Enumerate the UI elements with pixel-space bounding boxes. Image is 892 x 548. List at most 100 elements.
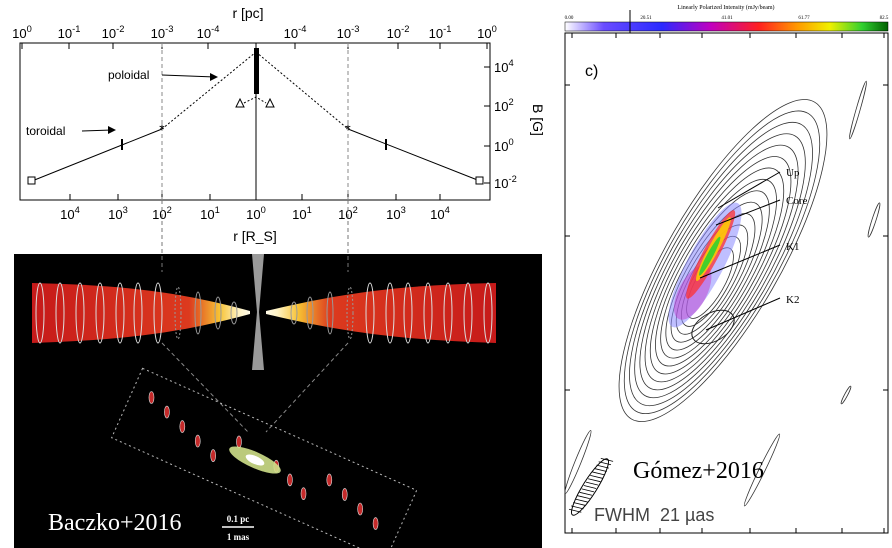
- hatch-line: [598, 461, 612, 466]
- contour: [644, 156, 792, 383]
- jet-components: [148, 391, 379, 530]
- map-frame: [564, 32, 889, 534]
- bottom-tick-label: 104: [60, 205, 80, 222]
- colorbar-tick-label: 61.77: [798, 16, 810, 21]
- top-tick-label: 10-2: [387, 24, 410, 41]
- side-contour: [743, 433, 781, 507]
- toroidal-profile-left: [31, 128, 163, 182]
- marker-triangle-right: [265, 97, 275, 108]
- top-tick-label: 10-4: [197, 24, 220, 41]
- top-tick-label: 10-3: [151, 24, 174, 41]
- hatch-line: [583, 485, 597, 489]
- core-cone: [252, 254, 264, 370]
- jet-component: [148, 391, 155, 404]
- bottom-axis-label: r [R_S]: [233, 228, 277, 244]
- jet-component: [326, 473, 333, 487]
- jet-component: [194, 434, 201, 448]
- field-ring: [403, 282, 413, 344]
- field-ring: [153, 282, 163, 344]
- side-contour: [564, 430, 592, 494]
- top-tick-label: 100: [12, 24, 32, 41]
- label-k1: K1: [786, 241, 799, 253]
- side-contours: [564, 80, 881, 507]
- beam-ellipse: [568, 457, 614, 516]
- contour: [629, 121, 813, 407]
- hatch-line: [573, 502, 586, 506]
- field-ring: [346, 286, 354, 340]
- field-ring: [230, 301, 238, 325]
- bottom-tick-label: 103: [108, 205, 128, 222]
- panel-letter: c): [585, 63, 598, 80]
- vlbi-jet-image: [110, 367, 418, 548]
- field-ring: [194, 291, 202, 335]
- marker-square-left: [27, 176, 36, 185]
- polarized-intensity: [668, 202, 742, 328]
- hatch-line: [594, 468, 607, 472]
- marker-triangle-left: [235, 97, 245, 108]
- bottom-tick-label: 100: [246, 205, 266, 222]
- right-tick-label: 10-2: [494, 174, 517, 191]
- bottom-tick-label: 102: [338, 205, 358, 222]
- jet-component: [164, 405, 170, 419]
- citation-baczko: Baczko+2016: [48, 510, 182, 536]
- top-tick-label: 10-3: [337, 24, 360, 41]
- colorbar-title: Linearly Polarized Intensity (mJy/beam): [677, 4, 774, 11]
- side-contour: [867, 202, 881, 238]
- scalebar-top-label: 0.1 pc: [227, 514, 250, 524]
- jet-component: [372, 517, 379, 530]
- right-tick-label: 100: [494, 137, 514, 154]
- field-ring: [463, 282, 473, 344]
- hatch-line: [579, 491, 593, 496]
- field-ring: [365, 282, 375, 344]
- hatch-line: [571, 505, 584, 510]
- hatch-line: [577, 495, 590, 500]
- poloidal-profile-left: [161, 51, 257, 130]
- scalebar-bottom-label: 1 mas: [227, 532, 250, 542]
- field-ring: [174, 286, 182, 340]
- side-contour: [849, 80, 867, 140]
- jet-left: [32, 283, 250, 343]
- top-tick-label: 10-1: [58, 24, 81, 41]
- jet-component: [210, 449, 216, 462]
- label-core: Core: [786, 195, 808, 207]
- hatch-line: [587, 478, 601, 483]
- bottom-tick-label: 103: [386, 205, 406, 222]
- top-tick-label: 10-2: [102, 24, 125, 41]
- field-ring: [95, 282, 105, 344]
- field-ring: [483, 282, 493, 344]
- field-ring: [35, 282, 45, 344]
- bottom-tick-label: 102: [152, 205, 172, 222]
- contour: [634, 133, 806, 399]
- colorbar-tick-label: 82.5: [880, 16, 889, 21]
- bottom-tick-label: 101: [292, 205, 312, 222]
- colorbar: [564, 21, 889, 32]
- jet-schematic-panel: Baczko+2016 0.1 pc 1 mas: [14, 200, 542, 548]
- contour: [639, 144, 799, 391]
- k2-ellipse: [691, 309, 735, 345]
- side-contour: [840, 385, 852, 405]
- field-ring: [55, 282, 65, 344]
- plot-frame: [19, 42, 491, 201]
- arrowhead-poloidal: [210, 73, 218, 81]
- field-ring: [326, 291, 334, 335]
- top-axis-label: r [pc]: [232, 5, 263, 21]
- jet-component: [179, 420, 186, 433]
- right-axis-label: B [G]: [530, 104, 546, 136]
- triangle-link: [243, 96, 267, 104]
- field-ring: [385, 282, 395, 344]
- jet-component: [236, 435, 242, 449]
- hatch-line: [568, 508, 582, 513]
- label-k2: K2: [786, 294, 799, 306]
- citation-gomez: Gómez+2016: [633, 458, 764, 484]
- core-bar: [254, 48, 259, 94]
- top-tick-label: 10-4: [284, 24, 307, 41]
- field-ring: [75, 282, 85, 344]
- arrow-poloidal: [161, 74, 216, 78]
- jet-component: [300, 487, 307, 500]
- colorbar-tick-label: 20.51: [640, 16, 652, 21]
- jet-component: [287, 473, 293, 487]
- contour: [623, 110, 821, 415]
- magnetic-field-plot: r [pc] 100 10-1 10-2 10-3 10-4 10-4 10-3 10-2 10…: [12, 5, 546, 244]
